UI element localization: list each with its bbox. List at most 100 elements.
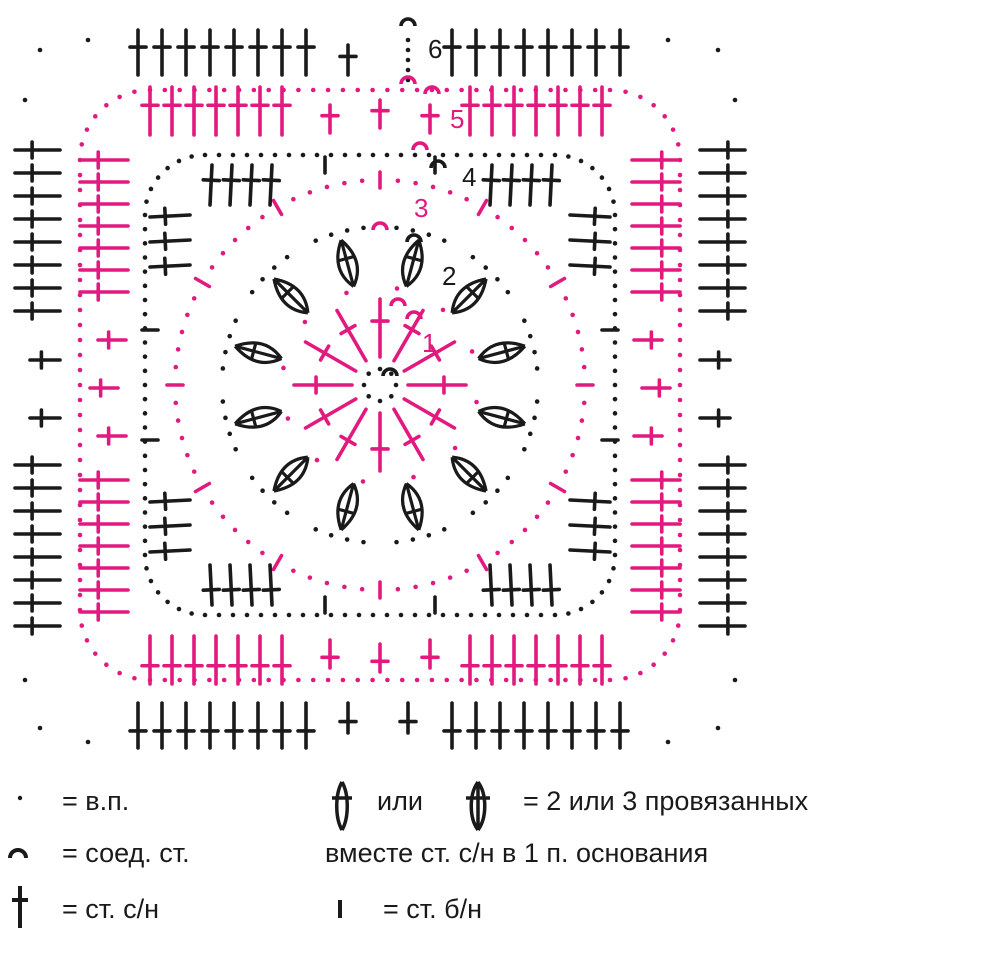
chain-dot xyxy=(251,87,257,93)
dc-post xyxy=(148,548,192,554)
round5-dc xyxy=(460,634,480,686)
chain-dot xyxy=(344,537,350,542)
chain-dot xyxy=(395,586,401,592)
chain-dot xyxy=(470,254,476,260)
dc-post xyxy=(228,163,234,207)
round5-dc xyxy=(78,492,130,512)
chain-dot xyxy=(249,475,255,481)
chain-dot xyxy=(566,154,571,159)
round5-dc xyxy=(630,238,682,258)
chain-dot xyxy=(244,152,250,158)
round6-dc xyxy=(610,701,630,750)
cluster-bar xyxy=(502,409,511,428)
chain-dot xyxy=(142,226,148,232)
chain-dot xyxy=(177,677,182,683)
round5-dc xyxy=(630,260,682,280)
cluster-3-icon xyxy=(466,780,490,832)
chain-dot xyxy=(430,184,436,190)
chain-dot xyxy=(22,677,28,683)
round6-dc xyxy=(466,701,486,750)
round6-dc xyxy=(586,701,606,750)
chain-dot xyxy=(313,238,319,243)
cluster-stitch xyxy=(272,455,310,493)
dc-post xyxy=(568,548,612,554)
slip-stitch xyxy=(389,297,407,307)
chain-dot xyxy=(223,415,228,421)
round5-dc xyxy=(630,172,682,192)
chain-dot xyxy=(176,606,182,612)
round5-dc xyxy=(632,426,664,446)
chain-dot xyxy=(677,442,683,448)
chain-dot xyxy=(245,225,251,231)
round1-dc xyxy=(335,308,368,363)
chain-dot xyxy=(563,296,569,301)
round5-dc xyxy=(630,536,682,556)
round5-dc xyxy=(630,580,682,600)
chain-dot xyxy=(426,532,432,538)
chain-dot xyxy=(117,94,122,100)
round5-dc xyxy=(140,634,160,686)
chain-dot xyxy=(623,89,628,95)
round5-dc xyxy=(78,580,130,600)
cluster-bar xyxy=(464,285,480,301)
chain-dot xyxy=(469,349,475,354)
chain-dot xyxy=(612,425,618,430)
dc-bar xyxy=(241,178,262,183)
legend-chain-text: = в.п. xyxy=(62,786,130,816)
chain-dot xyxy=(356,612,362,618)
cluster-bar xyxy=(249,342,258,361)
chain-dot xyxy=(495,276,500,282)
dc-bar xyxy=(592,491,598,512)
chain-dot xyxy=(220,250,226,256)
chain-dot xyxy=(715,47,721,53)
chain-dot xyxy=(314,457,320,463)
chain-dot xyxy=(612,241,618,246)
slip-stitch xyxy=(399,75,417,85)
chain-dot xyxy=(444,677,450,683)
dc-bar xyxy=(318,344,331,362)
chain-dot xyxy=(670,638,676,643)
round5-dc xyxy=(420,103,440,135)
chain-dot xyxy=(232,527,238,533)
round6-dc xyxy=(272,28,292,77)
chain-dot xyxy=(638,94,643,100)
chain-dot xyxy=(509,225,515,231)
chain-dot xyxy=(142,453,148,459)
round-label-5: 5 xyxy=(450,104,464,134)
round1-dc xyxy=(370,297,390,359)
chain-dot xyxy=(677,577,683,583)
chain-dot xyxy=(459,87,464,93)
chain-dot xyxy=(148,186,154,192)
chain-dot xyxy=(370,87,375,93)
chain-dot xyxy=(77,337,83,343)
round5-dc xyxy=(272,85,292,137)
chain-dot xyxy=(570,312,575,318)
chain-dot xyxy=(173,400,179,406)
chain-dot xyxy=(142,382,148,388)
cluster-stitch xyxy=(233,406,283,429)
dc-bar xyxy=(541,587,562,593)
chain-dot xyxy=(207,677,212,683)
chain-dot xyxy=(296,677,301,683)
round6-dc xyxy=(586,28,606,77)
round4-dc xyxy=(201,563,222,607)
chain-dot xyxy=(524,612,530,618)
chain-dot xyxy=(405,67,411,73)
round5-dc xyxy=(78,150,130,170)
chain-dot xyxy=(464,196,469,202)
dc-bar xyxy=(541,178,562,183)
dc-post xyxy=(568,213,612,219)
round5-dc xyxy=(548,634,568,686)
round6-dc xyxy=(698,478,747,498)
chain-dot xyxy=(324,184,330,190)
chain-dot xyxy=(344,290,349,296)
chain-dot xyxy=(581,400,587,406)
round6-dc xyxy=(152,701,172,750)
round5-dc xyxy=(504,85,524,137)
round6-dc xyxy=(224,28,244,77)
round5-dc xyxy=(78,536,130,556)
chain-dot xyxy=(410,537,416,542)
chain-dot xyxy=(623,675,628,681)
chain-dot xyxy=(393,382,399,388)
chain-dot xyxy=(612,212,618,218)
